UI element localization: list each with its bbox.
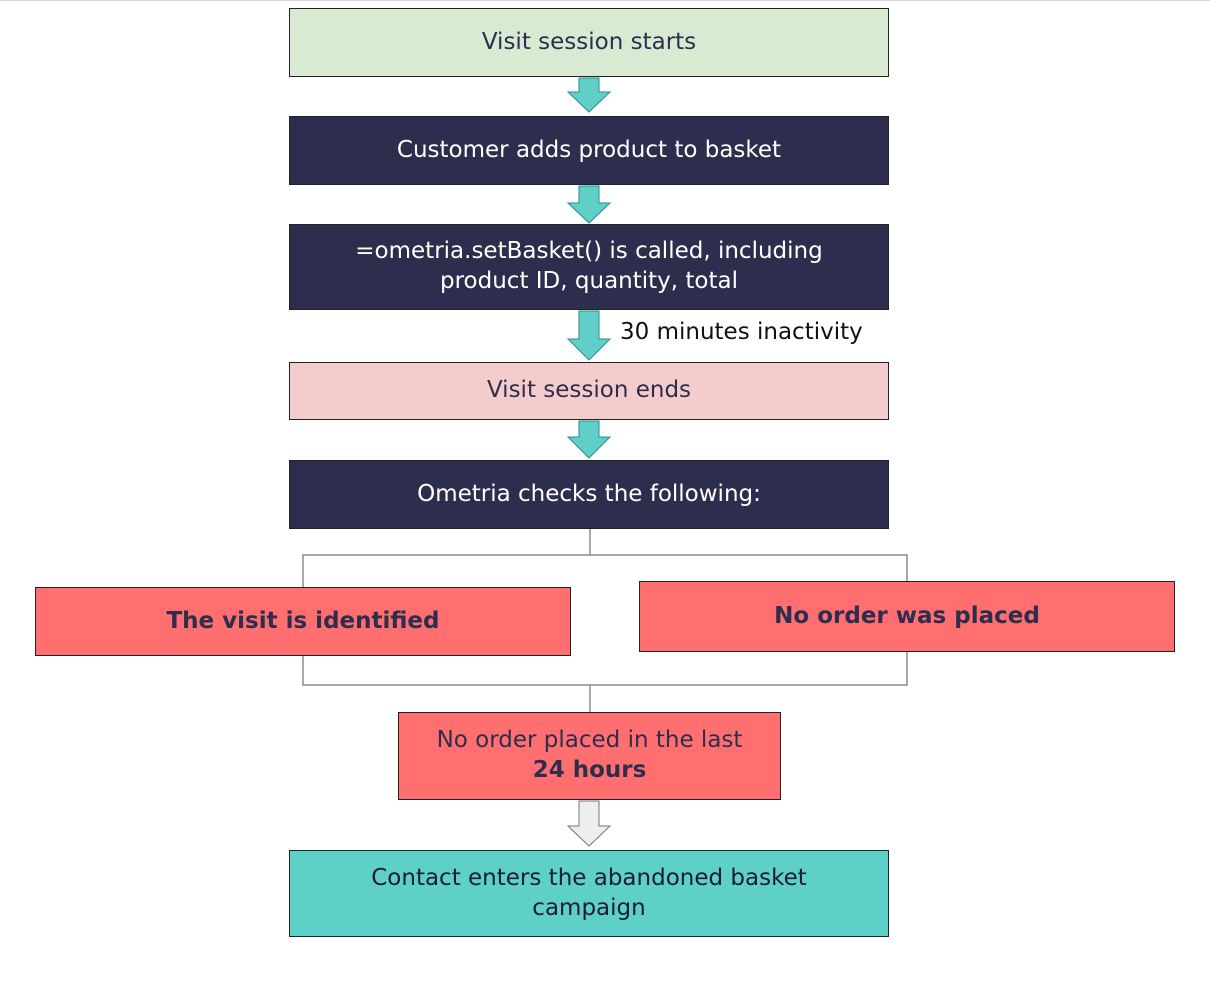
last-24-hours-box: No order placed in the last 24 hours (398, 712, 781, 800)
visit-session-ends-label: Visit session ends (486, 377, 692, 404)
adds-product-box: Customer adds product to basket (289, 116, 889, 185)
visit-session-starts-label: Visit session starts (481, 28, 697, 55)
visit-identified-label: The visit is identified (166, 607, 440, 634)
split-connector (302, 529, 591, 587)
last-24-line1: No order placed in the last (436, 727, 743, 754)
set-basket-line2: product ID, quantity, total (440, 268, 738, 294)
inactivity-note: 30 minutes inactivity (620, 319, 863, 345)
campaign-line2: campaign (532, 894, 646, 921)
abandoned-basket-campaign-box: Contact enters the abandoned basket camp… (289, 850, 889, 937)
adds-product-label: Customer adds product to basket (396, 136, 782, 163)
no-order-placed-box: No order was placed (639, 581, 1175, 652)
merge-connector (302, 652, 908, 686)
campaign-line1: Contact enters the abandoned basket (371, 864, 807, 891)
visit-session-ends-box: Visit session ends (289, 362, 889, 420)
split-connector (590, 554, 908, 581)
visit-identified-box: The visit is identified (35, 587, 571, 656)
down-arrow-icon (566, 800, 612, 847)
down-arrow-icon (566, 420, 612, 459)
last-24-line2: 24 hours (532, 757, 647, 783)
visit-session-starts-box: Visit session starts (289, 8, 889, 77)
down-arrow-icon (566, 77, 612, 113)
ometria-checks-box: Ometria checks the following: (289, 460, 889, 529)
set-basket-line1: =ometria.setBasket() is called, includin… (355, 238, 823, 265)
ometria-checks-label: Ometria checks the following: (417, 480, 761, 507)
no-order-placed-label: No order was placed (774, 602, 1040, 629)
set-basket-box: =ometria.setBasket() is called, includin… (289, 224, 889, 310)
down-arrow-icon (566, 310, 612, 361)
down-arrow-icon (566, 185, 612, 224)
top-border-line (0, 0, 1210, 1)
